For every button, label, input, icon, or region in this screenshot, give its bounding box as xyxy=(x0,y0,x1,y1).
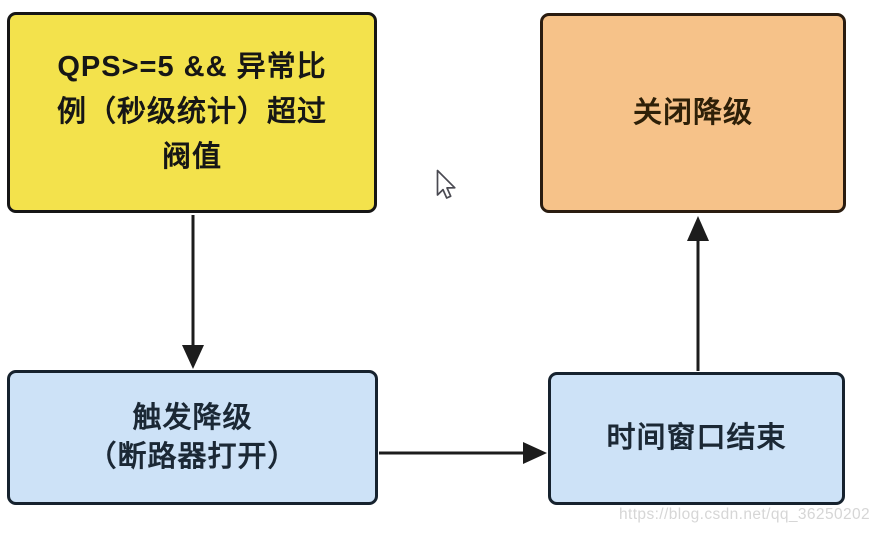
edge-window-end-to-close xyxy=(687,216,709,371)
node-text-line: 时间窗口结束 xyxy=(606,422,787,454)
mouse-cursor-icon xyxy=(436,169,456,199)
node-text-line: 例（秒级统计）超过 xyxy=(56,96,327,128)
node-time-window-end: 时间窗口结束 xyxy=(548,372,845,505)
node-text-line: QPS>=5 && 异常比 xyxy=(57,51,327,83)
node-qps-condition: QPS>=5 && 异常比 例（秒级统计）超过 阀值 xyxy=(7,12,377,213)
edge-condition-to-trigger xyxy=(182,215,204,369)
node-close-degrade: 关闭降级 xyxy=(540,13,846,213)
node-trigger-degrade: 触发降级 （断路器打开） xyxy=(7,370,378,505)
node-text-line: （断路器打开） xyxy=(87,440,298,473)
node-text-line: 关闭降级 xyxy=(632,96,753,129)
watermark-url: https://blog.csdn.net/qq_36250202 xyxy=(619,506,871,523)
node-text-line: 触发降级 xyxy=(132,401,253,434)
node-text-line: 阀值 xyxy=(161,141,222,173)
edge-trigger-to-window-end xyxy=(379,442,547,464)
